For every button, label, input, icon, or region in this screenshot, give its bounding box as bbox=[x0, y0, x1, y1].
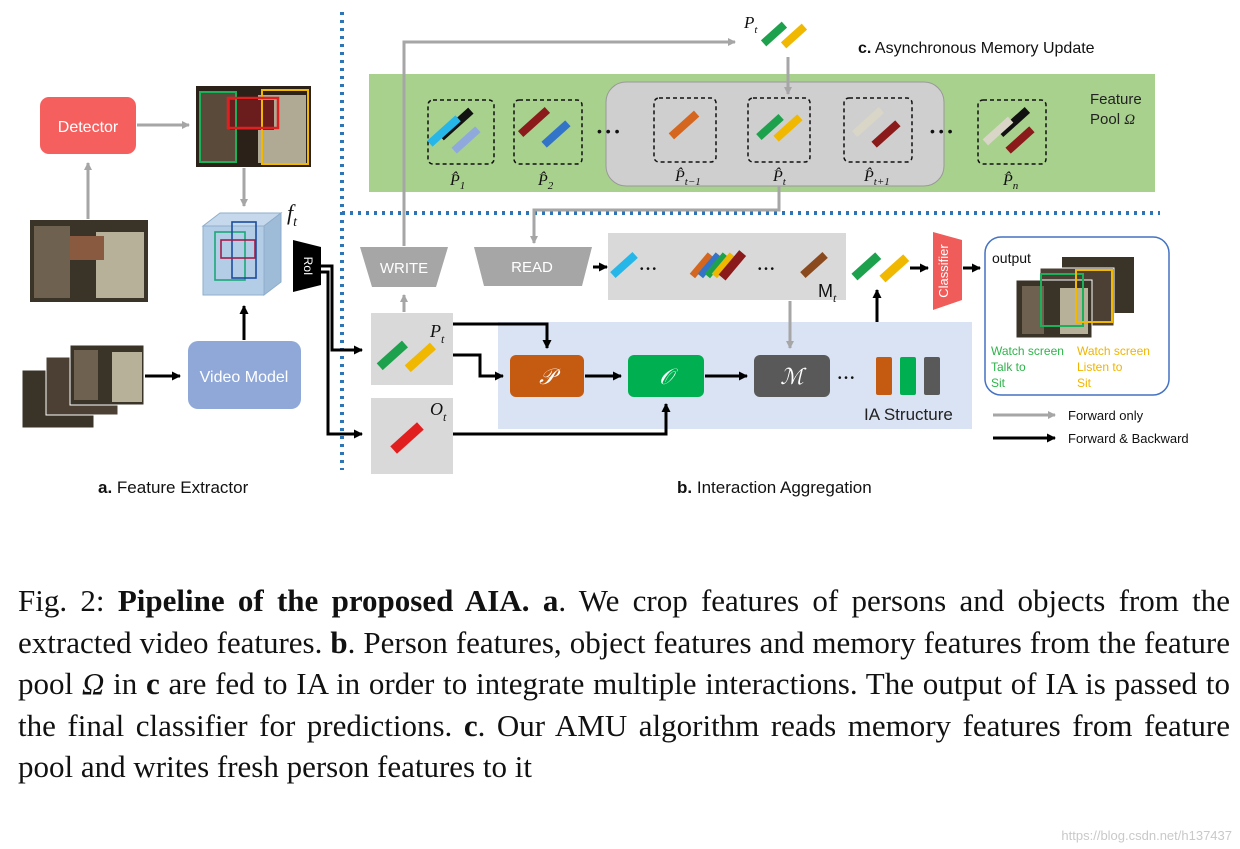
caption-a-bold: a bbox=[542, 583, 559, 618]
read-label: READ bbox=[511, 259, 553, 276]
pt-label: Pt bbox=[429, 321, 445, 346]
video-model-block: Video Model bbox=[188, 341, 301, 409]
output-orange-label-1: Watch screen bbox=[1077, 344, 1150, 358]
output-title: output bbox=[992, 250, 1031, 266]
pool-read-region bbox=[605, 81, 945, 187]
caption-c-text: . Our AMU algorithm reads memory feature… bbox=[18, 707, 1231, 785]
feature-cube bbox=[201, 211, 283, 297]
watermark: https://blog.csdn.net/h137437 bbox=[1061, 828, 1232, 843]
pool-label-2: P̂2 bbox=[537, 170, 554, 192]
legend-forward-backward: Forward & Backward bbox=[1068, 431, 1189, 446]
pool-label-1: P̂1 bbox=[449, 170, 465, 192]
pool-slot-t-1 bbox=[653, 97, 717, 163]
caption-a-text: . We crop features of persons and object… bbox=[18, 583, 1231, 660]
arrow-roi-to-ot bbox=[321, 270, 363, 439]
detection-image bbox=[196, 86, 311, 167]
read-block: READ bbox=[474, 247, 592, 286]
ia-bar-gray bbox=[924, 357, 940, 395]
pool-slot-1 bbox=[427, 99, 495, 165]
caption-omega: Ω bbox=[81, 666, 105, 701]
mt-dots-2: • • • bbox=[758, 264, 775, 275]
pool-label-n: P̂n bbox=[1002, 170, 1019, 192]
person-features-box bbox=[371, 313, 453, 385]
caption-c-bold: c bbox=[463, 707, 478, 743]
pool-slot-t bbox=[747, 97, 811, 163]
ft-label: ft bbox=[287, 200, 298, 230]
roi-label: RoI bbox=[301, 257, 315, 276]
output-green-label-1: Watch screen bbox=[991, 344, 1064, 358]
top-pt-yellow-bar bbox=[780, 23, 808, 49]
pipeline-diagram: Detector Video Model ft bbox=[21, 12, 1189, 497]
pool-slot-2 bbox=[513, 99, 583, 165]
pool-label-t-1: P̂t−1 bbox=[674, 166, 701, 188]
arrow-pt-to-p-left bbox=[453, 353, 504, 381]
object-features-box bbox=[371, 398, 453, 474]
caption-fig-label: Fig. 2: bbox=[18, 583, 105, 618]
ia-structure-label: IA Structure bbox=[864, 405, 953, 424]
legend-forward-only: Forward only bbox=[1068, 408, 1144, 423]
arrow-write-to-top bbox=[402, 38, 736, 246]
detector-block: Detector bbox=[40, 97, 136, 154]
output-green-label-3: Sit bbox=[991, 376, 1006, 390]
section-b-title: b. Interaction Aggregation bbox=[677, 478, 872, 497]
caption-c-inline: c bbox=[145, 666, 160, 701]
section-a-title: a. Feature Extractor bbox=[98, 478, 249, 497]
caption-b-bold: b bbox=[330, 624, 348, 660]
roi-block: RoI bbox=[293, 240, 321, 292]
ia-dots: • • • bbox=[838, 373, 855, 384]
pool-slot-t+1 bbox=[843, 97, 913, 163]
classifier-block: Classifier bbox=[933, 232, 962, 310]
pool-label-t: P̂t bbox=[772, 166, 787, 188]
section-c-title: c. Asynchronous Memory Update bbox=[858, 40, 1095, 57]
pool-label-t+1: P̂t+1 bbox=[863, 166, 890, 188]
mt-label: Mt bbox=[818, 281, 837, 305]
input-frame bbox=[30, 220, 148, 302]
mt-dots-1: • • • bbox=[640, 264, 657, 275]
classifier-label: Classifier bbox=[936, 244, 951, 298]
out-green-bar bbox=[851, 252, 882, 281]
arrow-ot-to-o bbox=[453, 403, 671, 436]
caption-bold-title: Pipeline of the proposed AIA. bbox=[117, 583, 530, 618]
pool-label-line1: Feature bbox=[1090, 91, 1142, 108]
caption-b-text1: . Person features, object features and m… bbox=[18, 624, 1231, 702]
pool-dots-2: • • • bbox=[930, 123, 953, 139]
pool-label-line2: Pool Ω bbox=[1090, 111, 1135, 128]
write-block: WRITE bbox=[360, 247, 448, 287]
out-yellow-bar bbox=[879, 254, 910, 283]
pool-dots-1: • • • bbox=[597, 123, 620, 139]
caption-b-text3: are fed to IA in order to integrate mult… bbox=[18, 666, 1231, 743]
ia-bar-green bbox=[900, 357, 916, 395]
m-block-label: ℳ bbox=[780, 364, 807, 389]
caption-b-text2: in bbox=[113, 666, 138, 701]
arrow-roi-to-pt bbox=[321, 264, 363, 355]
output-green-label-2: Talk to bbox=[991, 360, 1026, 374]
output-orange-label-3: Sit bbox=[1077, 376, 1092, 390]
p-block: 𝒫 bbox=[510, 355, 584, 397]
frame-stack bbox=[21, 344, 145, 429]
top-pt-green-bar bbox=[760, 21, 788, 47]
top-pt-label: Pt bbox=[743, 13, 758, 36]
write-label: WRITE bbox=[380, 260, 428, 277]
m-block: ℳ bbox=[754, 355, 830, 397]
output-panel: output Watch screen Talk to Sit Watch sc… bbox=[984, 236, 1170, 396]
arrow-pool-to-read bbox=[530, 186, 781, 244]
ia-bar-orange bbox=[876, 357, 892, 395]
memory-features-box: • • • • • • bbox=[608, 233, 846, 300]
video-model-label: Video Model bbox=[200, 369, 289, 386]
o-block: 𝒪 bbox=[628, 355, 704, 397]
output-orange-label-2: Listen to bbox=[1077, 360, 1123, 374]
detector-label: Detector bbox=[58, 119, 119, 136]
arrow-pt-to-p-top bbox=[453, 322, 552, 349]
pool-slot-n bbox=[977, 99, 1047, 165]
figure-caption: Fig. 2: Pipeline of the proposed AIA. a.… bbox=[18, 580, 1230, 788]
ot-label: Ot bbox=[430, 399, 447, 424]
